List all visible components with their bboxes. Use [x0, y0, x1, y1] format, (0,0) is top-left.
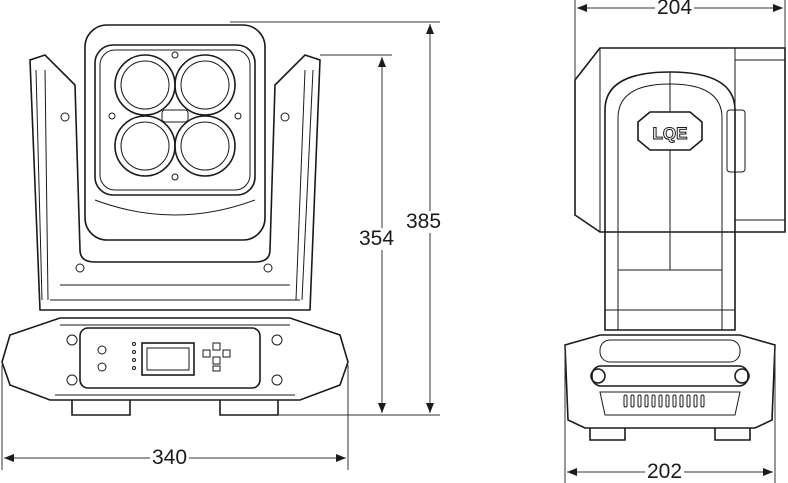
front-logo-badge	[161, 109, 189, 123]
side-logo-badge	[637, 111, 703, 151]
side-logo: LQE	[653, 124, 688, 143]
base	[1, 317, 349, 416]
front-view	[1, 21, 440, 470]
yoke-arms	[29, 54, 321, 311]
moving-head	[84, 24, 266, 241]
dimension-label-354: 354	[357, 227, 397, 250]
side-base	[564, 334, 776, 441]
dimension-label-385: 385	[404, 210, 444, 233]
display-screen	[141, 342, 195, 376]
dimension-label-340: 340	[150, 446, 190, 469]
led-lenses	[114, 54, 236, 177]
control-panel	[79, 327, 261, 389]
dimension-label-202: 202	[645, 460, 685, 483]
side-arm: LQE	[604, 71, 736, 331]
side-view: LQE	[564, 0, 786, 483]
dimension-label-204: 204	[655, 0, 695, 19]
